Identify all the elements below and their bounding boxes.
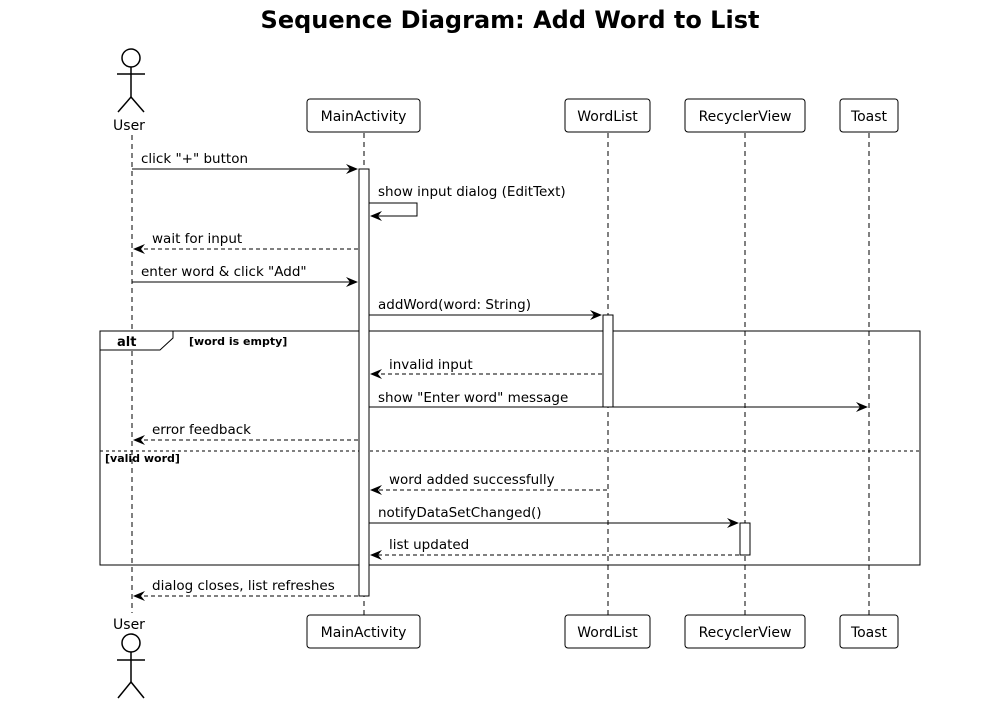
participant-label: Toast: [850, 625, 888, 641]
message-label-8: error feedback: [152, 422, 251, 438]
participant-label: WordList: [577, 109, 638, 125]
participant-box: [839, 98, 899, 133]
user-actor-top: [117, 48, 145, 113]
participant-label: RecyclerView: [699, 109, 792, 125]
activations: [358, 168, 751, 597]
participant-box: [306, 614, 421, 649]
participant-box: [839, 614, 899, 649]
message-label-2: show input dialog (EditText): [378, 184, 566, 200]
message-label-10: notifyDataSetChanged(): [378, 505, 542, 521]
participant-label: Toast: [850, 109, 888, 125]
mainactivity-activation: [358, 168, 370, 597]
alt-operator: alt: [117, 335, 136, 350]
participant-label: MainActivity: [321, 109, 407, 125]
user-actor-bottom: [117, 633, 145, 699]
participant-toast-bottom: Toast: [839, 614, 899, 649]
recyclerview-activation: [739, 522, 751, 556]
actor-right-leg: [130, 96, 145, 113]
participant-box: [564, 614, 651, 649]
user-label-top: User: [113, 118, 145, 134]
message-label-3: wait for input: [152, 231, 242, 247]
diagram-title: Sequence Diagram: Add Word to List: [261, 6, 760, 34]
actor-head: [121, 633, 141, 653]
participant-box: [684, 614, 806, 649]
participant-recyclerview-top: RecyclerView: [684, 98, 806, 133]
participant-label: WordList: [577, 625, 638, 641]
actor-left-leg: [117, 681, 132, 699]
message-label-4: enter word & click "Add": [141, 264, 307, 280]
participant-box: [564, 98, 651, 133]
alt-guard-empty: [word is empty]: [189, 335, 287, 348]
message-label-9: word added successfully: [389, 472, 555, 488]
message-arrow-2: [369, 202, 418, 221]
alt-fragment: alt [word is empty] [valid word]: [99, 330, 921, 566]
wordlist-activation: [602, 314, 614, 408]
participant-wordlist-bottom: WordList: [564, 614, 651, 649]
message-label-5: addWord(word: String): [378, 297, 531, 313]
message-label-6: invalid input: [389, 357, 473, 373]
message-label-1: click "+" button: [141, 151, 248, 167]
message-label-11: list updated: [389, 537, 469, 553]
alt-frame-tab: [99, 330, 174, 351]
participant-box: [306, 98, 421, 133]
participant-recyclerview-bottom: RecyclerView: [684, 614, 806, 649]
participant-toast-top: Toast: [839, 98, 899, 133]
lifelines: [131, 133, 870, 615]
alt-frame: [99, 330, 921, 566]
participant-mainactivity-top: MainActivity: [306, 98, 421, 133]
participant-box: [684, 98, 806, 133]
message-label-7: show "Enter word" message: [378, 390, 568, 406]
alt-guard-valid: [valid word]: [105, 452, 180, 465]
actor-right-leg: [130, 681, 145, 699]
user-label-bottom: User: [113, 617, 145, 633]
actor-head: [121, 48, 141, 68]
participant-wordlist-top: WordList: [564, 98, 651, 133]
actor-left-leg: [117, 96, 132, 113]
participant-label: MainActivity: [321, 625, 407, 641]
participant-mainactivity-bottom: MainActivity: [306, 614, 421, 649]
participant-label: RecyclerView: [699, 625, 792, 641]
message-label-12: dialog closes, list refreshes: [152, 578, 335, 594]
